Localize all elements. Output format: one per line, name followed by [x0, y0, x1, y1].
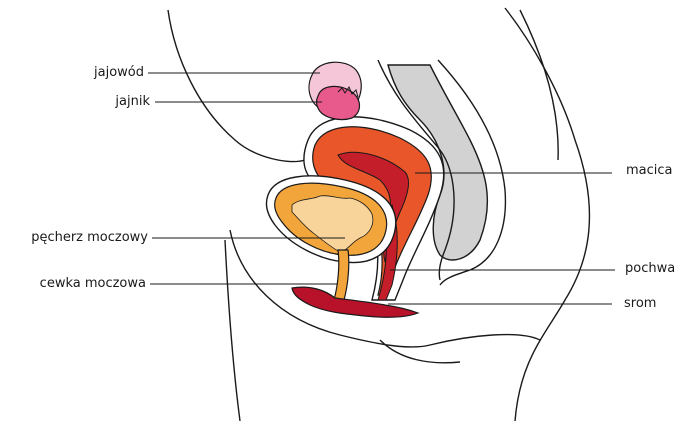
label-ovary: jajnik — [98, 94, 150, 110]
vulva — [292, 287, 418, 317]
label-bladder: pęcherz moczowy — [4, 230, 148, 246]
label-vulva: srom — [624, 296, 656, 312]
front-contour — [168, 10, 305, 162]
lower-thigh — [225, 240, 240, 421]
label-uterus: macica — [626, 163, 673, 179]
label-vagina: pochwa — [625, 261, 675, 277]
label-fallopian-tube: jajowód — [78, 65, 144, 81]
back-contour — [505, 8, 589, 421]
label-urethra: cewka moczowa — [14, 276, 146, 292]
buttock-contour — [380, 340, 460, 363]
